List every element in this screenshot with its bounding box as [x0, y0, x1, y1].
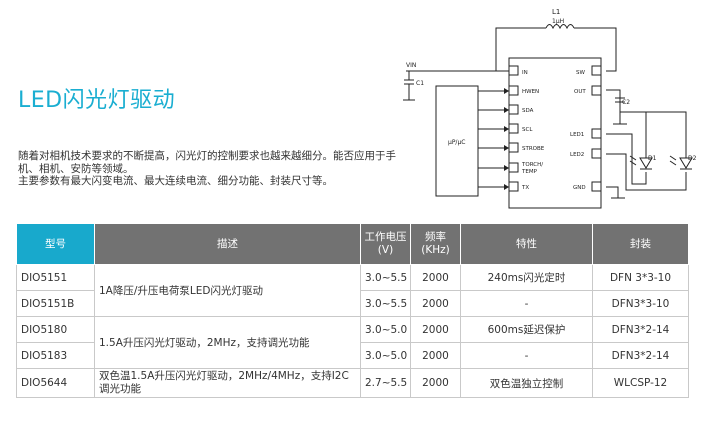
table-header-row: 型号 描述 工作电压(V) 频率(KHz) 特性 封装	[16, 223, 689, 265]
cell-desc: 1.5A升压闪光灯驱动，2MHz，支持调光功能	[94, 316, 361, 369]
d2-label: D2	[688, 155, 697, 162]
cell-voltage: 3.0~5.5	[360, 290, 411, 317]
pin-label: SW	[576, 70, 585, 76]
cell-model: DIO5183	[16, 342, 95, 369]
pin-label: HWEN	[522, 89, 539, 95]
pin-label: STROBE	[522, 146, 545, 152]
spec-table: 型号 描述 工作电压(V) 频率(KHz) 特性 封装 DIO5151 1A降压…	[16, 223, 689, 398]
c1-label: C1	[416, 80, 424, 87]
description-line: 随着对相机技术要求的不断提高，闪光灯的控制要求也越来越细分。能否应用于手	[18, 150, 396, 162]
inductor-value: 1μH	[552, 18, 564, 25]
circuit-diagram: L1 1μH VIN C1 C2 μP/μC IN HWEN SDA SCL S…	[403, 8, 697, 209]
header-desc: 描述	[94, 223, 361, 265]
description-line: 机、相机、安防等领域。	[18, 162, 134, 175]
pin-label: TEMP	[521, 169, 538, 175]
cell-model: DIO5151B	[16, 290, 95, 317]
pin-label: IN	[522, 70, 528, 76]
pin-label: SDA	[522, 108, 534, 114]
cell-model: DIO5151	[16, 264, 95, 291]
cell-freq: 2000	[410, 368, 461, 398]
mcu-box	[435, 85, 479, 197]
cell-package: DFN 3*3-10	[592, 264, 689, 291]
pin-label: TX	[521, 185, 529, 191]
cell-model: DIO5180	[16, 316, 95, 343]
c2-label: C2	[622, 99, 630, 106]
inductor-coil	[545, 24, 575, 30]
led-d1-icon	[629, 155, 653, 170]
cell-freq: 2000	[410, 342, 461, 369]
cell-feature: 240ms闪光定时	[460, 264, 593, 291]
inductor-label: L1	[552, 8, 560, 16]
table-row: DIO5151B 3.0~5.5 2000 - DFN3*3-10	[16, 290, 689, 317]
cell-voltage: 3.0~5.5	[360, 264, 411, 291]
cell-freq: 2000	[410, 316, 461, 343]
pin-label: LED1	[570, 132, 584, 138]
header-model: 型号	[16, 223, 95, 265]
description: 随着对相机技术要求的不断提高，闪光灯的控制要求也越来越细分。能否应用于手 机、相…	[18, 150, 423, 188]
cell-feature: -	[460, 342, 593, 369]
table-row: DIO5644 双色温1.5A升压闪光灯驱动，2MHz/4MHz，支持I2C调光…	[16, 368, 689, 398]
mcu-label: μP/μC	[448, 139, 465, 146]
table-row: DIO5151 1A降压/升压电荷泵LED闪光灯驱动 3.0~5.5 2000 …	[16, 264, 689, 317]
cell-package: DFN3*2-14	[592, 316, 689, 343]
header-voltage: 工作电压(V)	[360, 223, 411, 265]
cell-voltage: 3.0~5.0	[360, 316, 411, 343]
inductor-wire	[495, 27, 617, 72]
d1-label: D1	[648, 155, 657, 162]
cell-freq: 2000	[410, 290, 461, 317]
pin-label: LED2	[570, 152, 584, 158]
cell-model: DIO5644	[16, 368, 95, 398]
cell-voltage: 3.0~5.0	[360, 342, 411, 369]
cell-feature: 双色温独立控制	[460, 368, 593, 398]
page-title: LED闪光灯驱动	[18, 88, 176, 113]
pin-label: GND	[573, 185, 586, 191]
cell-package: WLCSP-12	[592, 368, 689, 398]
header-feature: 特性	[460, 223, 593, 265]
description-line: 主要参数有最大闪变电流、最大连续电流、细分功能、封装尺寸等。	[18, 175, 333, 187]
cell-desc: 1A降压/升压电荷泵LED闪光灯驱动	[94, 264, 361, 317]
cell-feature: 600ms延迟保护	[460, 316, 593, 343]
cell-desc: 双色温1.5A升压闪光灯驱动，2MHz/4MHz，支持I2C调光功能	[94, 368, 361, 398]
cell-package: DFN3*2-14	[592, 342, 689, 369]
pin-label: SCL	[522, 127, 533, 133]
header-freq: 频率(KHz)	[410, 223, 461, 265]
cell-package: DFN3*3-10	[592, 290, 689, 317]
cell-voltage: 2.7~5.5	[360, 368, 411, 398]
cell-freq: 2000	[410, 264, 461, 291]
pin-label: OUT	[574, 89, 586, 95]
header-package: 封装	[592, 223, 689, 265]
pin-label: TORCH/	[521, 162, 543, 168]
vin-label: VIN	[406, 62, 416, 69]
table-row: DIO5183 3.0~5.0 2000 - DFN3*2-14	[16, 342, 689, 369]
cell-feature: -	[460, 290, 593, 317]
led-d2-icon	[669, 155, 693, 170]
table-row: DIO5180 1.5A升压闪光灯驱动，2MHz，支持调光功能 3.0~5.0 …	[16, 316, 689, 369]
